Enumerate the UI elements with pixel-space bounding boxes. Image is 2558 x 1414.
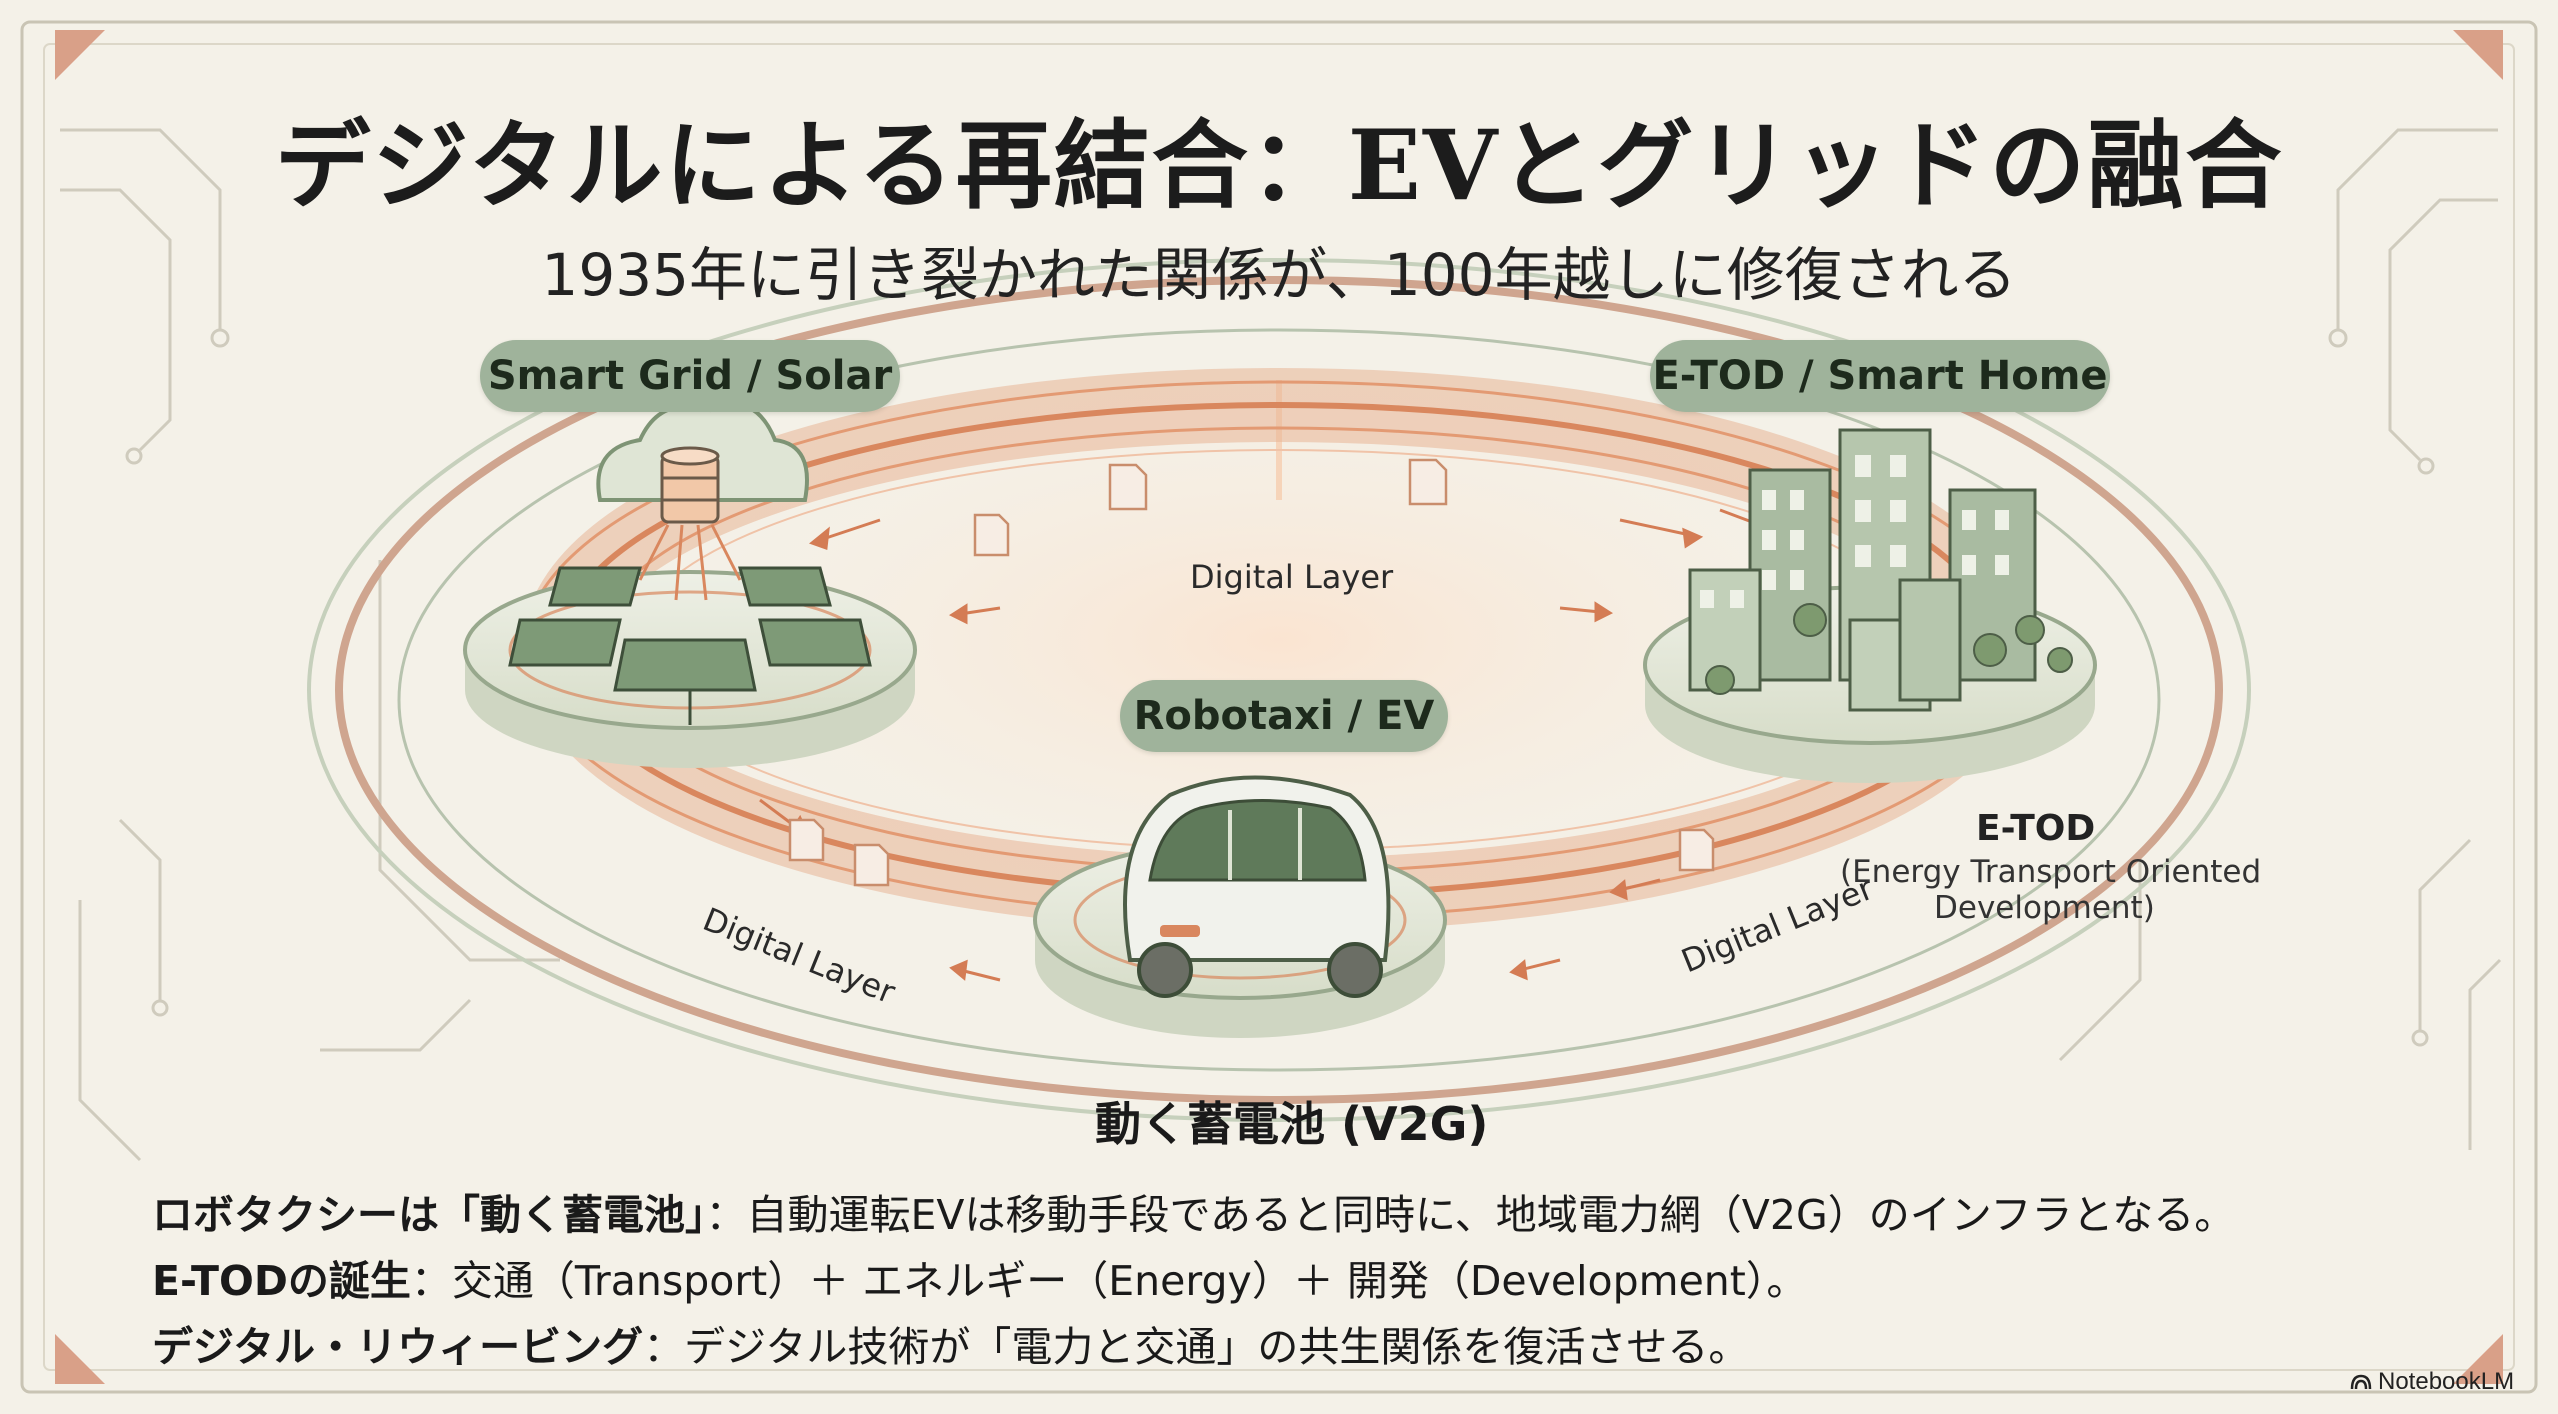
city-buildings bbox=[1688, 428, 2073, 712]
grid-node-label: Smart Grid / Solar bbox=[480, 340, 900, 412]
bullet-text: ：デジタル技術が「電力と交通」の共生関係を復活させる。 bbox=[643, 1323, 1750, 1371]
page-subtitle: 1935年に引き裂かれた関係が、100年越しに修復される bbox=[541, 241, 2017, 309]
bullet-term: デジタル・リウィービング bbox=[152, 1323, 644, 1371]
frame-border bbox=[20, 20, 2538, 1394]
cloud-database-icon bbox=[596, 402, 809, 601]
etod-caption-line1: (Energy Transport Oriented bbox=[1840, 854, 2262, 890]
bullet-item: ロボタクシーは「動く蓄電池」：自動運転EVは移動手段であると同時に、地域電力網（… bbox=[152, 1182, 2235, 1248]
bullet-item: デジタル・リウィービング：デジタル技術が「電力と交通」の共生関係を復活させる。 bbox=[152, 1314, 2235, 1380]
bullet-item: E-TODの誕生：交通（Transport）＋ エネルギー（Energy）＋ 開… bbox=[152, 1248, 2235, 1314]
etod-caption-line2: Development) bbox=[1934, 890, 2155, 926]
bullet-term: E-TODの誕生 bbox=[152, 1257, 411, 1305]
bullet-text: ：自動運転EVは移動手段であると同時に、地域電力網（V2G）のインフラとなる。 bbox=[705, 1191, 2236, 1239]
ev-node-label: Robotaxi / EV bbox=[1120, 680, 1448, 752]
robotaxi-vehicle-icon bbox=[1123, 775, 1391, 998]
central-glow bbox=[519, 320, 2039, 960]
outer-orbit-rings bbox=[307, 258, 2251, 1122]
digital-layer-label-top: Digital Layer bbox=[1190, 558, 1394, 596]
notebooklm-badge-label: NotebookLM bbox=[2378, 1368, 2515, 1395]
notebooklm-logo-icon bbox=[2350, 1374, 2372, 1390]
ev-caption: 動く蓄電池 (V2G) bbox=[1095, 1097, 1489, 1151]
etod-caption-title: E-TOD bbox=[1976, 808, 2096, 849]
bullet-list: ロボタクシーは「動く蓄電池」：自動運転EVは移動手段であると同時に、地域電力網（… bbox=[152, 1182, 2235, 1380]
notebooklm-badge[interactable]: NotebookLM bbox=[2350, 1368, 2514, 1396]
bullet-text: ：交通（Transport）＋ エネルギー（Energy）＋ 開発（Develo… bbox=[410, 1257, 1808, 1305]
solar-panels bbox=[508, 566, 872, 725]
bullet-term: ロボタクシーは「動く蓄電池」 bbox=[152, 1191, 706, 1239]
page-title: デジタルによる再結合：EVとグリッドの融合 bbox=[274, 109, 2284, 222]
city-node-label: E-TOD / Smart Home bbox=[1650, 340, 2110, 412]
circuit-traces bbox=[60, 128, 2502, 1162]
